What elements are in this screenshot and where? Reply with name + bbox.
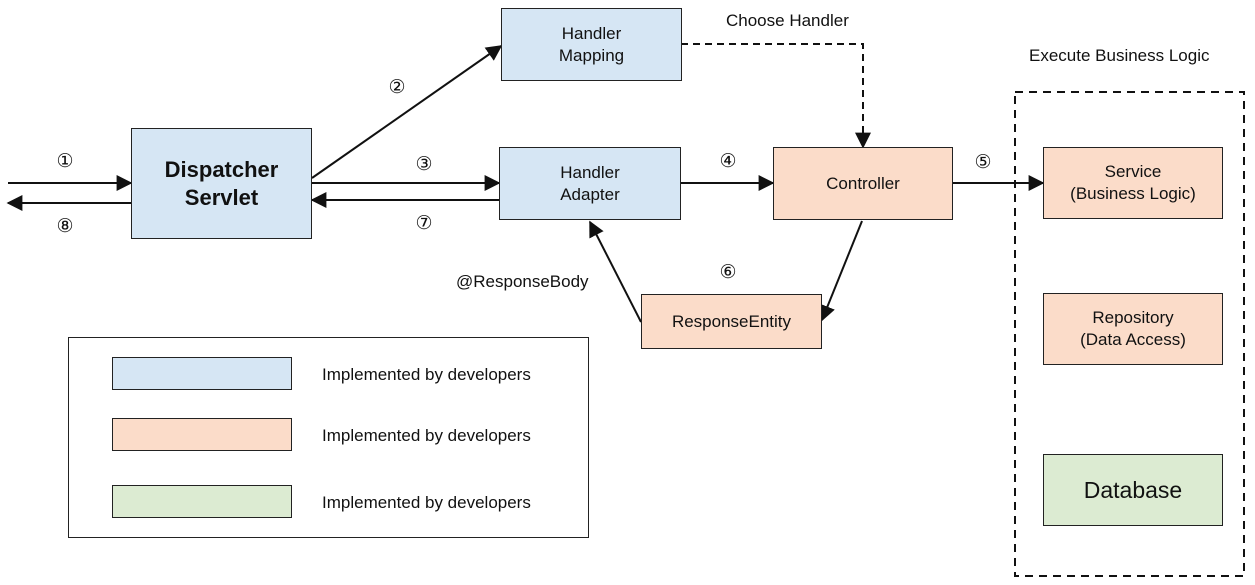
response-body-label: @ResponseBody [456, 272, 589, 291]
legend-swatch-orange [112, 418, 292, 451]
legend-label-blue: Implemented by developers [322, 365, 531, 384]
repository-node: Repository (Data Access) [1043, 293, 1223, 365]
choose-handler-label: Choose Handler [726, 11, 849, 30]
arrow-choose-handler [681, 43, 871, 149]
handler-mapping-node: Handler Mapping [501, 8, 682, 81]
service-node: Service (Business Logic) [1043, 147, 1223, 219]
arrow-to-response-entity [819, 220, 863, 322]
legend-label-orange: Implemented by developers [322, 426, 531, 445]
legend-label-green: Implemented by developers [322, 493, 531, 512]
legend: Implemented by developers Implemented by… [68, 337, 589, 538]
legend-swatch-green [112, 485, 292, 518]
dispatcher-servlet-node: Dispatcher Servlet [131, 128, 312, 239]
arrow-response-to-adapter [589, 220, 642, 323]
arrow-to-handler-mapping [311, 45, 503, 179]
legend-swatch-blue [112, 357, 292, 390]
response-entity-node: ResponseEntity [641, 294, 822, 349]
step-8-label: ⑧ [56, 216, 74, 237]
execute-business-logic-label: Execute Business Logic [1029, 46, 1210, 65]
step-4-label: ④ [719, 151, 737, 172]
controller-node: Controller [773, 147, 953, 220]
step-5-label: ⑤ [974, 152, 992, 173]
step-6-label: ⑥ [719, 262, 737, 283]
step-3-label: ③ [415, 154, 433, 175]
step-1-label: ① [56, 151, 74, 172]
handler-adapter-node: Handler Adapter [499, 147, 681, 220]
step-7-label: ⑦ [415, 213, 433, 234]
step-2-label: ② [388, 77, 406, 98]
database-node: Database [1043, 454, 1223, 526]
business-logic-boundary [1014, 91, 1245, 577]
